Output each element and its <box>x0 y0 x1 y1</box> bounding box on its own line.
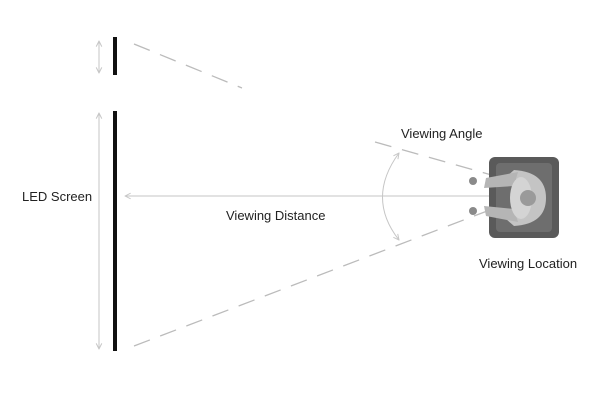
viewing-angle-label: Viewing Angle <box>401 126 482 141</box>
viewing-location-label: Viewing Location <box>479 256 577 271</box>
lower-sight-line <box>133 207 496 347</box>
small-led-screen <box>113 37 117 75</box>
led-screen-bar <box>113 111 117 351</box>
viewing-distance-label: Viewing Distance <box>226 208 325 223</box>
small-screen-sight-line <box>133 43 243 89</box>
person-seated-top-view-icon <box>469 157 559 238</box>
led-screen-label: LED Screen <box>22 189 92 204</box>
viewing-angle-arc <box>382 153 400 240</box>
upper-sight-line <box>374 141 496 177</box>
